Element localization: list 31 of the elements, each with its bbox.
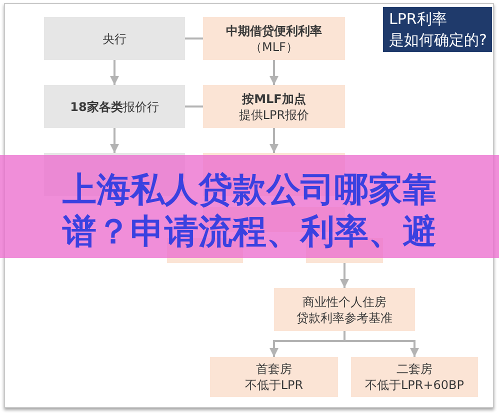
box-label: LPR利率 [389,8,447,30]
arrow [270,128,278,153]
question-box [383,7,492,52]
process-box [210,357,338,397]
box-label: 是如何确定的? [389,30,487,50]
connector-line [185,106,203,108]
process-box [203,85,345,128]
process-box [44,85,185,128]
box-label: 央行 [102,30,126,46]
box-label: 贷款利率参考基准 [296,310,392,326]
box-label: 按MLF加点 [242,90,306,106]
box-label: 不低于LPR [244,377,304,393]
process-box [274,288,415,331]
arrow [110,128,119,153]
overlay-title: 上海私人贷款公司哪家靠谱？申请流程、利率、避 [61,169,438,253]
box-label: （MLF） [250,38,298,54]
arrow [110,60,119,85]
process-box [44,17,185,60]
arrow [344,331,419,357]
connector-line [185,38,203,40]
box-label: 商业性个人住房 [302,294,386,310]
box-label: 中期借贷便利利率 [226,22,322,38]
box-label: 首套房 [256,361,292,377]
box-label: 不低于LPR+60BP [364,377,464,393]
process-box [203,17,345,60]
box-label: 18家各类报价行 [70,98,159,114]
arrow [340,263,349,288]
box-label: 二套房 [396,361,432,377]
box-label: 提供LPR报价 [238,106,310,122]
arrow [270,60,278,85]
process-box [351,357,478,397]
